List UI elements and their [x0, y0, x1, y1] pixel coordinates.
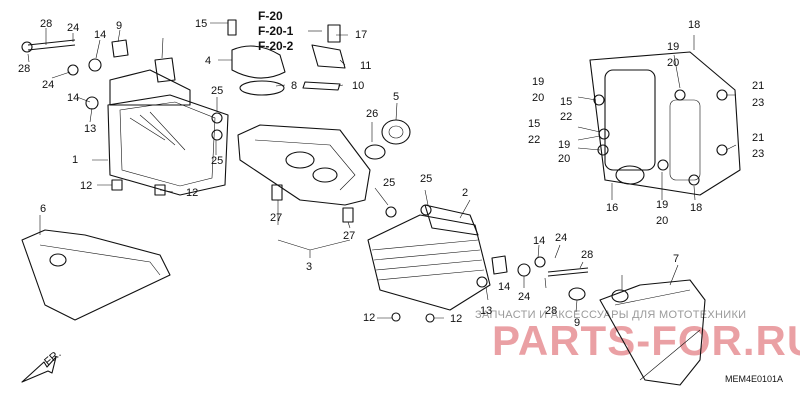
label-15c: 15	[528, 118, 540, 130]
label-2: 2	[462, 187, 468, 199]
label-25c: 25	[383, 177, 395, 189]
label-20c: 20	[656, 215, 668, 227]
label-1: 1	[72, 154, 78, 166]
label-7: 7	[673, 253, 679, 265]
label-20d: 20	[667, 57, 679, 69]
part-3-cylinder-head	[237, 124, 371, 223]
part-11-sensor	[302, 24, 346, 91]
label-22b: 22	[528, 134, 540, 146]
label-3: 3	[306, 261, 312, 273]
watermark-brand: PARTS-FOR.RU	[492, 317, 800, 364]
label-13b: 13	[480, 305, 492, 317]
label-9b: 9	[574, 317, 580, 329]
label-8: 8	[291, 80, 297, 92]
ref-f20: F-20	[258, 9, 283, 23]
label-25d: 25	[420, 173, 432, 185]
label-6: 6	[40, 203, 46, 215]
label-15b: 15	[560, 96, 572, 108]
label-24a: 24	[67, 22, 79, 34]
label-10: 10	[352, 80, 364, 92]
label-5: 5	[393, 91, 399, 103]
label-26: 26	[366, 108, 378, 120]
label-24c: 24	[555, 232, 567, 244]
label-12b: 12	[186, 187, 198, 199]
part-2-cylinder	[367, 204, 491, 311]
part-1-cover	[107, 69, 229, 196]
label-11: 11	[360, 60, 371, 72]
label-28c: 28	[581, 249, 593, 261]
watermark-caption: ЗАПЧАСТИ И АКСЕССУАРЫ ДЛЯ МОТОТЕХНИКИ	[475, 309, 746, 321]
label-19a: 19	[532, 76, 544, 88]
label-25b: 25	[211, 155, 223, 167]
label-24b: 24	[42, 79, 54, 91]
leader-lines	[27, 22, 737, 319]
label-24d: 24	[518, 291, 530, 303]
label-14c: 14	[533, 235, 545, 247]
label-19c: 19	[656, 199, 668, 211]
label-28b: 28	[18, 63, 30, 75]
label-23a: 23	[752, 97, 764, 109]
label-25a: 25	[211, 85, 223, 97]
label-27a: 27	[270, 212, 282, 224]
label-22a: 22	[560, 111, 572, 123]
label-21a: 21	[752, 80, 764, 92]
label-12d: 12	[450, 313, 462, 325]
label-16: 16	[606, 202, 618, 214]
part-7-right-cover	[599, 279, 706, 386]
label-18a: 18	[690, 202, 702, 214]
label-12a: 12	[80, 180, 92, 192]
label-23b: 23	[752, 148, 764, 160]
label-27b: 27	[343, 230, 355, 242]
part-numbers: 28 24 9 14 28 24 14 13 1 12 12 25 25 15 …	[18, 18, 764, 329]
label-13a: 13	[84, 123, 96, 135]
part-6-left-cover	[21, 229, 171, 321]
ref-f20-2: F-20-2	[258, 39, 294, 53]
label-17: 17	[355, 29, 367, 41]
label-20b: 20	[558, 153, 570, 165]
part-head-cover-right	[589, 51, 741, 196]
part-4-cap	[227, 19, 286, 96]
label-28a: 28	[40, 18, 52, 30]
label-14b: 14	[67, 92, 79, 104]
label-21b: 21	[752, 132, 764, 144]
label-14d: 14	[498, 281, 510, 293]
label-12c: 12	[363, 312, 375, 324]
label-4: 4	[205, 55, 211, 67]
label-19b: 19	[558, 139, 570, 151]
label-9a: 9	[116, 20, 122, 32]
label-18b: 18	[688, 19, 700, 31]
label-15a: 15	[195, 18, 207, 30]
diagram-code: MEM4E0101A	[725, 374, 783, 384]
ref-f20-1: F-20-1	[258, 24, 294, 38]
label-19d: 19	[667, 41, 679, 53]
label-14a: 14	[94, 29, 106, 41]
label-20a: 20	[532, 92, 544, 104]
front-arrow: FR.	[21, 348, 64, 383]
bolt-group-top-left	[21, 39, 223, 196]
label-28d: 28	[545, 305, 557, 317]
